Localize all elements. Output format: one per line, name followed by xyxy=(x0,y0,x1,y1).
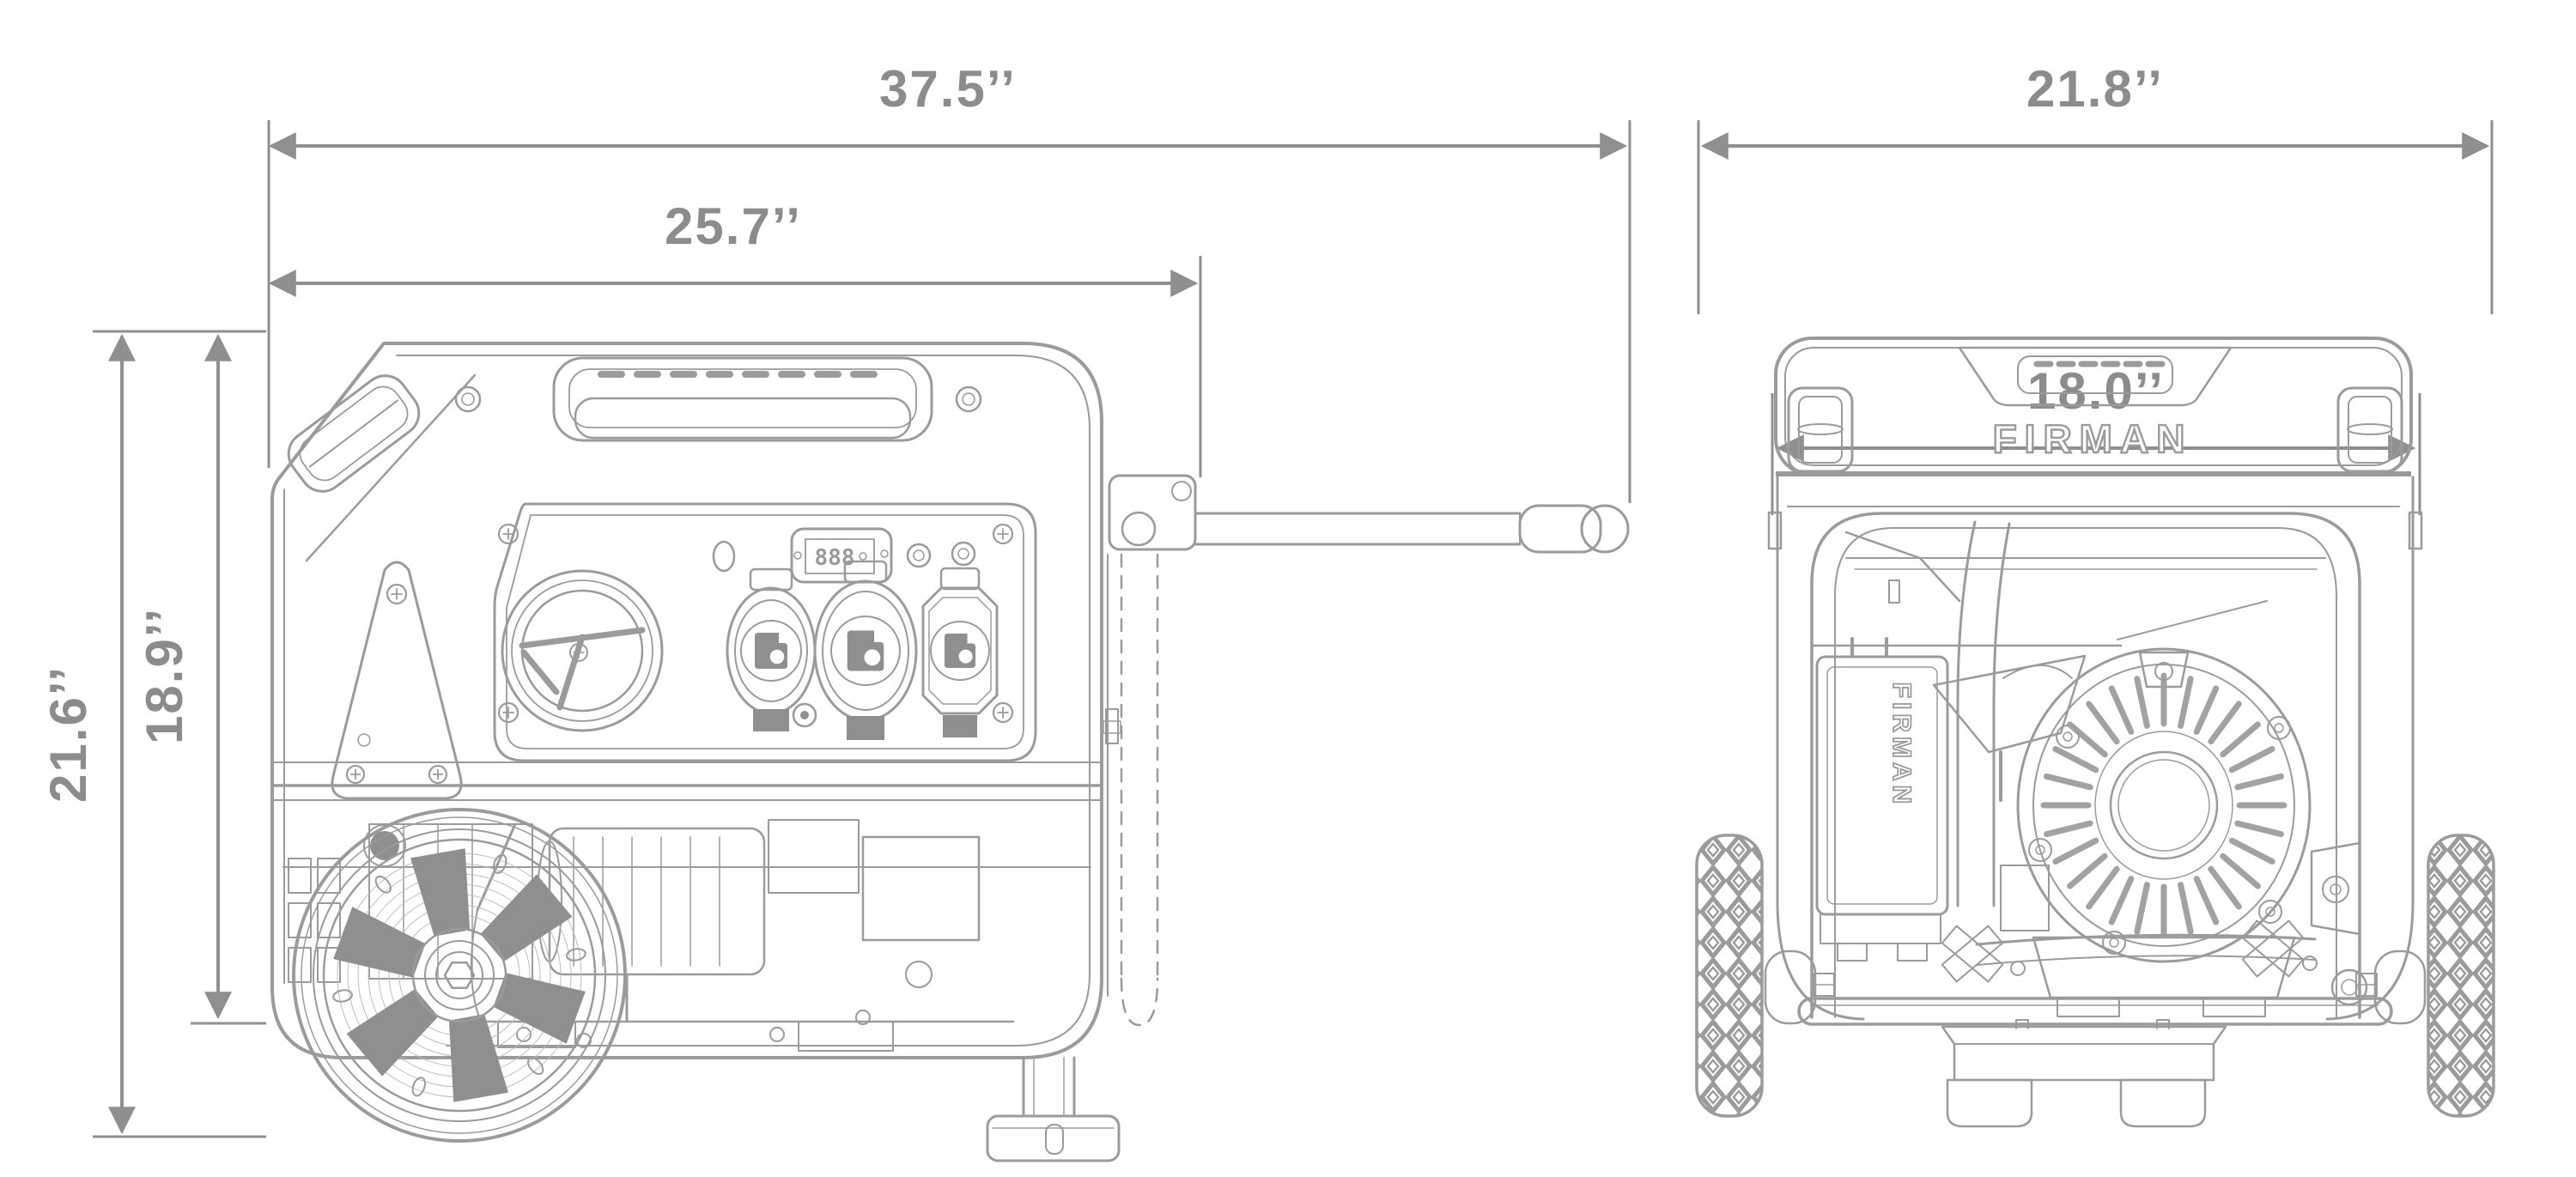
indicator-lights xyxy=(906,541,976,568)
firman-logo: FIRMAN xyxy=(1993,416,2193,461)
engine-cradle xyxy=(1941,919,2318,1017)
pull-handle xyxy=(1103,474,1630,1027)
control-panel: 888 xyxy=(345,502,1037,785)
front-view-drawing: FIRMAN xyxy=(1695,337,2495,1128)
front-foot-right xyxy=(2119,1078,2207,1128)
width-tab-left xyxy=(1767,511,1783,550)
side-wheel xyxy=(292,808,627,1143)
front-base xyxy=(1797,997,2393,1128)
side-body xyxy=(270,342,1103,1059)
battery-brand-label: FIRMAN xyxy=(1887,683,1916,809)
side-view-drawing: 888 xyxy=(270,342,1630,1162)
outlet-120v-a xyxy=(726,567,817,731)
top-handle-recess xyxy=(552,356,933,442)
fuel-side-grille xyxy=(287,374,421,493)
front-foot-left xyxy=(1946,1078,2033,1128)
hour-meter: 888 xyxy=(790,527,893,584)
stowed-handle-ghost xyxy=(1120,553,1159,1027)
dim-label-side-body-width: 25.7’’ xyxy=(665,197,802,255)
front-wheel-left xyxy=(1695,834,1835,1118)
top-screw-bosses xyxy=(454,385,982,413)
panel-oval-hole xyxy=(712,540,736,573)
engine-switch-dial xyxy=(501,569,664,732)
ext-heights xyxy=(93,330,266,1138)
outlet-240v-twistlock xyxy=(921,567,999,737)
frame-tube xyxy=(1956,520,2011,907)
front-wheel-right xyxy=(2355,834,2495,1118)
meter-display: 888 xyxy=(815,545,855,571)
dim-label-front-overall-width: 21.8’’ xyxy=(2026,60,2164,118)
wheel-rim-bolts xyxy=(332,853,586,1097)
ext-front-overall xyxy=(1697,120,2494,314)
ext-front-body xyxy=(1771,393,2421,515)
dim-label-side-overall-width: 37.5’’ xyxy=(879,60,1017,118)
front-shell xyxy=(1767,476,2423,1021)
outlet-120v-b xyxy=(813,560,918,740)
dim-label-front-body-width: 18.0’’ xyxy=(2027,362,2165,420)
front-right-components xyxy=(2310,841,2368,1006)
dimension-annotations: 37.5’’ 25.7’’ 21.8’’ 18.0’’ 21.6’’ 18.9’… xyxy=(39,60,2494,1138)
wheel-spokes xyxy=(333,848,586,1102)
cap-grip-left xyxy=(1787,386,1854,473)
front-engine-bay: FIRMAN xyxy=(1812,520,2368,1017)
axle-nut xyxy=(443,962,476,989)
fan-slots xyxy=(2040,672,2287,938)
width-tab-right xyxy=(2408,511,2423,550)
recoil-starter xyxy=(2016,647,2312,963)
battery-box: FIRMAN xyxy=(1815,655,1949,962)
side-support-foot xyxy=(986,1056,1121,1162)
dim-label-side-overall-height: 21.6’’ xyxy=(39,665,97,803)
front-roll-frame xyxy=(1810,512,2361,1019)
dim-label-side-frame-height: 18.9’’ xyxy=(136,607,193,744)
front-top-cap: FIRMAN xyxy=(1774,337,2413,476)
panel-screws xyxy=(345,523,1014,785)
